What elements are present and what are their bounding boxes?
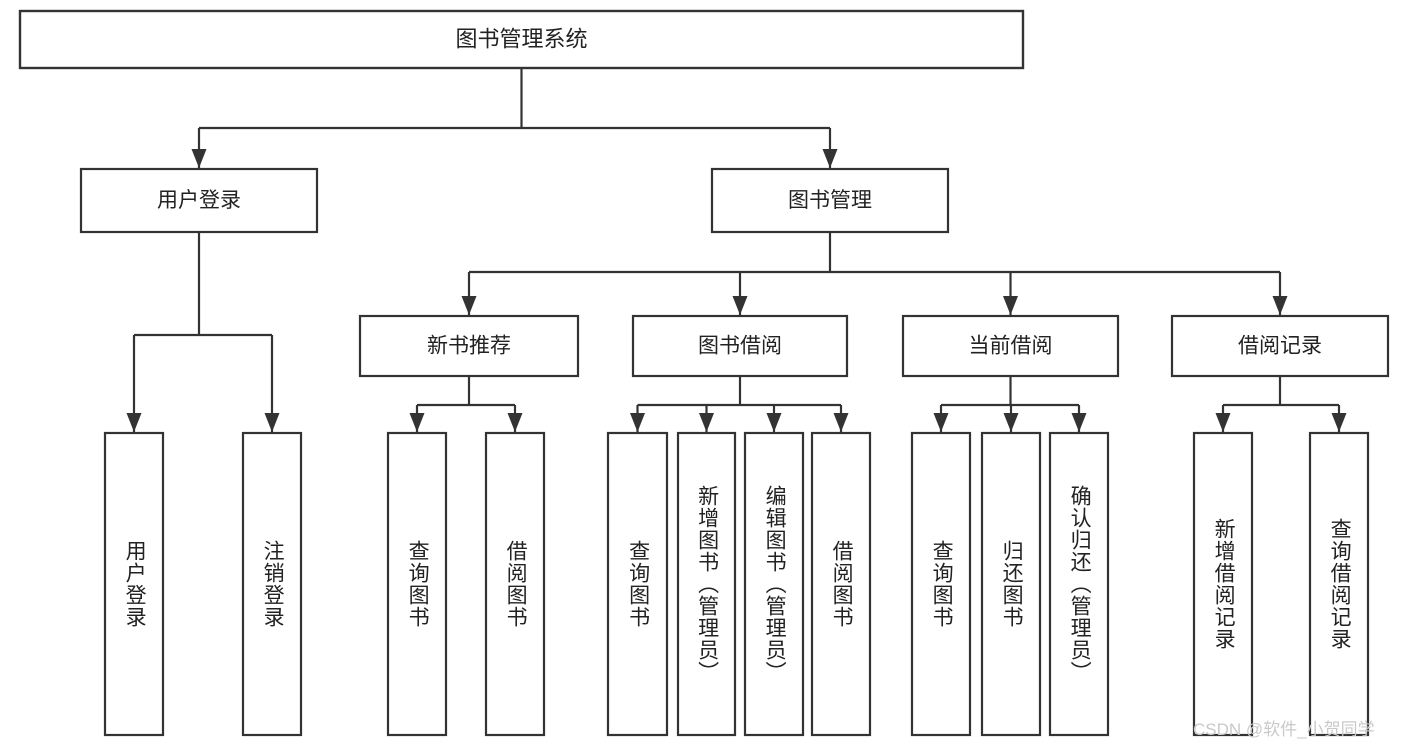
node-leaf-user-login[interactable] (103, 431, 165, 737)
node-root[interactable] (18, 9, 1025, 70)
node-box-leaf-borrow-book-recommend[interactable] (484, 431, 546, 737)
arrow-head-icon (191, 149, 207, 168)
node-box-current-borrow[interactable] (901, 314, 1120, 378)
node-box-leaf-query-book-recommend[interactable] (386, 431, 448, 737)
node-box-leaf-query-book-current[interactable] (910, 431, 972, 737)
node-label-new-book-recommend: 新书推荐 (427, 335, 511, 358)
node-box-new-book-recommend[interactable] (358, 314, 580, 378)
arrow-head-icon (461, 296, 477, 315)
arrow-head-icon (933, 413, 949, 432)
node-leaf-logout[interactable] (241, 431, 303, 737)
node-label-book-borrow: 图书借阅 (698, 335, 782, 358)
node-box-root[interactable] (18, 9, 1025, 70)
node-box-leaf-user-login[interactable] (103, 431, 165, 737)
node-label-user-login: 用户登录 (157, 189, 241, 212)
node-box-leaf-borrow-book[interactable] (810, 431, 872, 737)
node-new-book-recommend[interactable] (358, 314, 580, 378)
node-box-user-login[interactable] (79, 167, 319, 234)
arrow-head-icon (822, 149, 838, 168)
connector-layer (126, 68, 1347, 432)
node-label-root: 图书管理系统 (455, 26, 587, 51)
arrow-head-icon (732, 296, 748, 315)
node-leaf-return-book[interactable] (980, 431, 1042, 737)
arrow-head-icon (1331, 413, 1347, 432)
node-leaf-query-book-current[interactable] (910, 431, 972, 737)
node-label-book-management: 图书管理 (788, 189, 872, 212)
node-box-borrow-record[interactable] (1170, 314, 1390, 378)
box-layer (18, 9, 1390, 737)
node-box-leaf-query-borrow-record[interactable] (1308, 431, 1370, 737)
arrow-head-icon (1071, 413, 1087, 432)
node-box-leaf-query-book-borrow[interactable] (606, 431, 669, 737)
node-book-management[interactable] (710, 167, 950, 234)
node-leaf-borrow-book-recommend[interactable] (484, 431, 546, 737)
arrow-head-icon (833, 413, 849, 432)
arrow-head-icon (1003, 413, 1019, 432)
arrow-head-icon (1215, 413, 1231, 432)
node-leaf-query-book-recommend[interactable] (386, 431, 448, 737)
node-leaf-query-book-borrow[interactable] (606, 431, 669, 737)
node-leaf-query-borrow-record[interactable] (1308, 431, 1370, 737)
arrow-head-icon (126, 413, 142, 432)
node-box-book-management[interactable] (710, 167, 950, 234)
arrow-head-icon (264, 413, 280, 432)
node-leaf-edit-book[interactable] (743, 431, 805, 737)
node-box-leaf-add-borrow-record[interactable] (1192, 431, 1254, 737)
node-leaf-confirm-return[interactable] (1048, 431, 1110, 737)
arrow-head-icon (507, 413, 523, 432)
node-label-borrow-record: 借阅记录 (1238, 335, 1322, 358)
arrow-head-icon (630, 413, 645, 432)
arrow-head-icon (409, 413, 425, 432)
node-box-leaf-logout[interactable] (241, 431, 303, 737)
arrow-head-icon (766, 413, 782, 432)
node-label-current-borrow: 当前借阅 (969, 335, 1053, 358)
node-box-leaf-edit-book[interactable] (743, 431, 805, 737)
node-leaf-borrow-book[interactable] (810, 431, 872, 737)
node-box-leaf-return-book[interactable] (980, 431, 1042, 737)
node-leaf-add-borrow-record[interactable] (1192, 431, 1254, 737)
arrow-head-icon (699, 413, 714, 432)
node-borrow-record[interactable] (1170, 314, 1390, 378)
node-current-borrow[interactable] (901, 314, 1120, 378)
arrow-head-icon (1003, 296, 1018, 315)
node-book-borrow[interactable] (631, 314, 849, 378)
node-box-book-borrow[interactable] (631, 314, 849, 378)
node-box-leaf-add-book[interactable] (676, 431, 737, 737)
node-leaf-add-book[interactable] (676, 431, 737, 737)
node-box-leaf-confirm-return[interactable] (1048, 431, 1110, 737)
node-user-login[interactable] (79, 167, 319, 234)
arrow-head-icon (1272, 296, 1288, 315)
